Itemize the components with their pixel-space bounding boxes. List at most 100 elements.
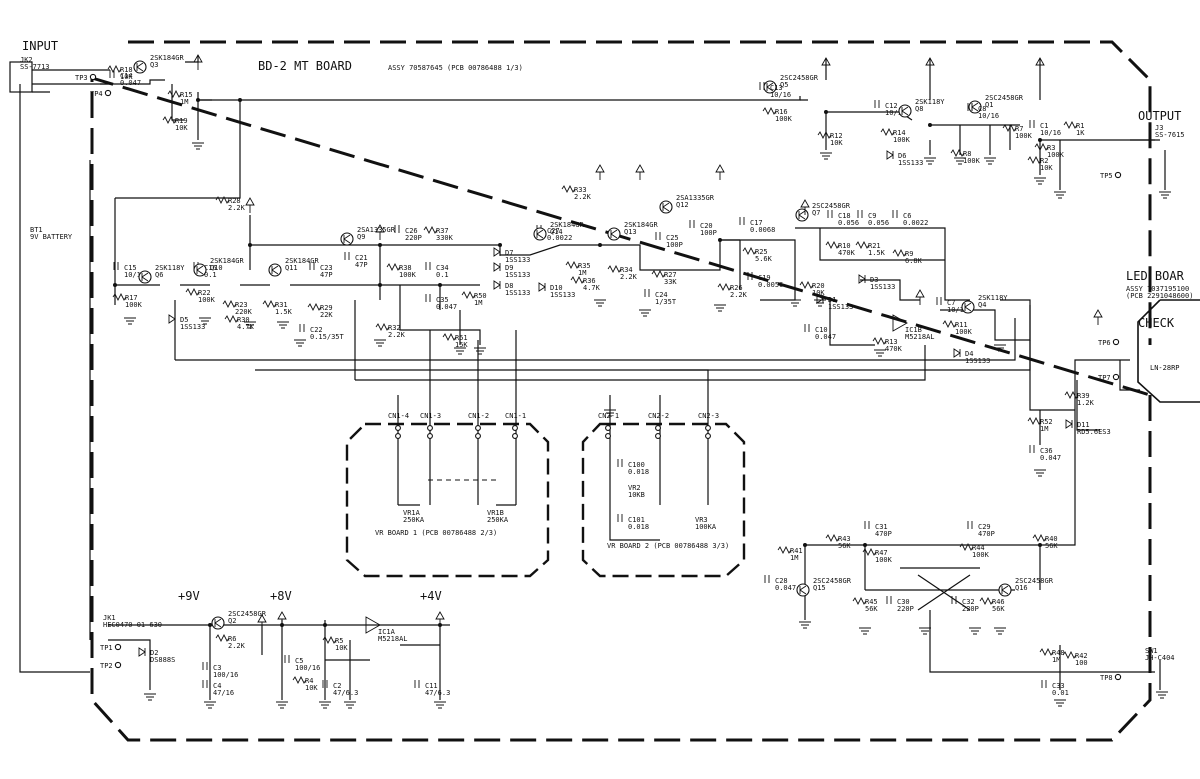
part-ref-r26: R26 xyxy=(730,284,743,292)
ground-symbol xyxy=(994,344,1006,352)
connector-label: CN1-2 xyxy=(468,412,489,420)
ground-symbol xyxy=(434,701,446,709)
part-ref-c23: C23 xyxy=(320,264,333,272)
supply-arrow xyxy=(257,614,267,630)
ground-symbol xyxy=(874,349,886,357)
part-ref-q16: 2SC2458GR xyxy=(1015,577,1054,585)
part-ref-r14: R14 xyxy=(893,129,906,137)
part-ref-r12: R12 xyxy=(830,132,843,140)
part-value-r20: 10K xyxy=(812,289,825,297)
part-ref-r42: R42 xyxy=(1075,652,1088,660)
test-point-label: TP1 xyxy=(100,644,113,652)
part-value-q12: Q12 xyxy=(676,201,689,209)
part-ref-c20: C20 xyxy=(700,222,713,230)
ground-symbol xyxy=(859,627,871,635)
part-ref-q3: 2SK184GR xyxy=(150,54,185,62)
part-value-r2: 10K xyxy=(1040,164,1053,172)
supply-arrow xyxy=(925,57,935,73)
part-value-led: LN-28RP xyxy=(1150,364,1180,372)
supply-arrow xyxy=(595,164,605,180)
part-value-r25: 5.6K xyxy=(755,255,773,263)
part-value-c11: 47/6.3 xyxy=(425,689,450,697)
part-value-r9: 6.8K xyxy=(905,257,923,265)
ground-symbol xyxy=(344,701,356,709)
part-ref-sw1: SW1 xyxy=(1145,647,1158,655)
part-value-q11: Q11 xyxy=(285,264,298,272)
vr-board-2-label: VR BOARD 2 (PCB 00786488 3/3) xyxy=(607,542,729,550)
junction-dot xyxy=(598,243,602,247)
ground-symbol xyxy=(594,299,606,307)
part-ref-r31: R31 xyxy=(275,301,288,309)
part-ref-q1: 2SC2458GR xyxy=(985,94,1024,102)
part-value-c22: 0.15/35T xyxy=(310,333,345,341)
part-ref-c27: C27 xyxy=(547,227,560,235)
junction-dot xyxy=(438,283,442,287)
rail-8v: +8V xyxy=(270,589,292,603)
part-ref-r4: R4 xyxy=(305,677,313,685)
part-ref-r22: R22 xyxy=(198,289,211,297)
junction-dot xyxy=(718,238,722,242)
part-ref-r39: R39 xyxy=(1077,392,1090,400)
part-ref-r47: R47 xyxy=(875,549,888,557)
part-value-r22: 100K xyxy=(198,296,216,304)
ground-symbol xyxy=(984,157,996,165)
part-c10: C100.047 xyxy=(804,324,836,341)
part-ref-r40: R40 xyxy=(1045,535,1058,543)
part-value-vr3: 100KA xyxy=(695,523,717,531)
part-ref-c19: C19 xyxy=(758,274,771,282)
part-value-vr1a: 250KA xyxy=(403,516,425,524)
part-ref-c100: C100 xyxy=(628,461,645,469)
part-value-c18: 0.056 xyxy=(838,219,859,227)
part-value-q16: Q16 xyxy=(1015,584,1028,592)
part-ref-r35: R35 xyxy=(578,262,591,270)
part-ref-q13: 2SK184GR xyxy=(624,221,659,229)
check-label: CHECK xyxy=(1138,316,1175,330)
part-value-r36: 4.7K xyxy=(583,284,601,292)
part-value-jk2: SS-7713 xyxy=(20,63,50,71)
junction-dot xyxy=(438,623,442,627)
part-value-r39: 1.2K xyxy=(1077,399,1095,407)
junction-dot xyxy=(208,623,212,627)
part-ref-d11: D11 xyxy=(1077,421,1090,429)
junction-dot xyxy=(323,623,327,627)
test-point-tp5: TP5 xyxy=(1100,171,1122,180)
ground-symbol xyxy=(374,339,386,347)
part-value-r6: 2.2K xyxy=(228,642,246,650)
led-pcb-label: (PCB 2291048600) xyxy=(1126,292,1193,300)
test-point-tp2: TP2 xyxy=(100,661,122,670)
part-ref-r46: R46 xyxy=(992,598,1005,606)
part-value-c33: 0.01 xyxy=(1052,689,1069,697)
part-value-r31: 1.5K xyxy=(275,308,293,316)
part-value-c31: 470P xyxy=(875,530,892,538)
part-value-d1: 1SS133 xyxy=(828,303,853,311)
part-value-q5: Q5 xyxy=(780,81,788,89)
part-ref-r52: R52 xyxy=(1040,418,1053,426)
part-value-bt1: 9V BATTERY xyxy=(30,233,73,241)
part-ref-r21: R21 xyxy=(868,242,881,250)
part-c6: C60.0022 xyxy=(892,210,928,227)
part-ref-r5: R5 xyxy=(335,637,343,645)
